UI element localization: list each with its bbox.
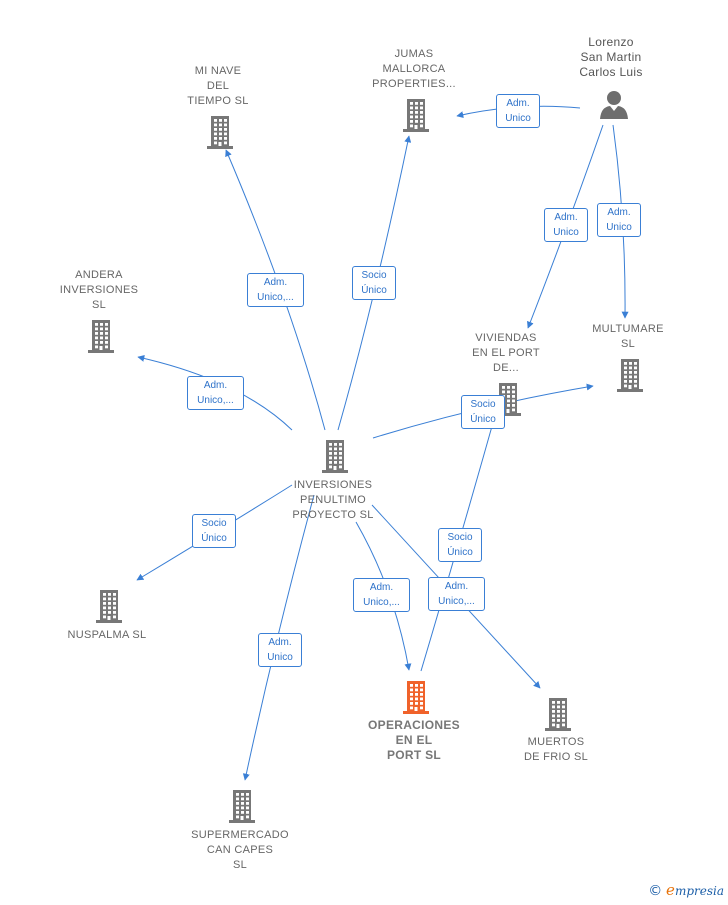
edge-label[interactable]: Adm. Unico,... [428,577,485,611]
building-icon [545,698,571,731]
node-label: ANDERA INVERSIONES SL [59,269,139,311]
building-icon [229,790,255,823]
building-icon [207,116,233,149]
edge-label[interactable]: Adm. Unico [544,208,588,242]
node-label: MULTUMARE SL [592,323,664,350]
person-icon [600,91,628,119]
building-icon [617,359,643,392]
node-label: SUPERMERCADO CAN CAPES SL [191,829,289,871]
edge-label[interactable]: Adm. Unico,... [247,273,304,307]
node-label: Lorenzo San Martin Carlos Luis [579,35,643,79]
node-label: JUMAS MALLORCA PROPERTIES... [372,48,456,90]
edge-label[interactable]: Socio Único [438,528,482,562]
building-icon [322,440,348,473]
edge-label[interactable]: Adm. Unico [258,633,302,667]
edge-label[interactable]: Adm. Unico [496,94,540,128]
node-label: INVERSIONES PENULTIMO PROYECTO SL [292,479,374,521]
node-label: NUSPALMA SL [67,629,147,641]
brand-logo: © empresia [648,881,724,899]
node-label: MI NAVE DEL TIEMPO SL [187,65,249,107]
edge-label[interactable]: Socio Único [352,266,396,300]
edge-label[interactable]: Socio Único [192,514,236,548]
node-label: OPERACIONES EN EL PORT SL [368,718,460,762]
building-icon [88,320,114,353]
building-icon [403,99,429,132]
building-icon [96,590,122,623]
building-icon-focus [403,681,429,714]
node-label: MUERTOS DE FRIO SL [523,736,589,763]
copyright-icon: © [648,883,663,899]
edge-label[interactable]: Socio Único [461,395,505,429]
edge-label[interactable]: Adm. Unico [597,203,641,237]
edge-label[interactable]: Adm. Unico,... [187,376,244,410]
node-label: VIVIENDAS EN EL PORT DE... [472,332,540,374]
edge-label[interactable]: Adm. Unico,... [353,578,410,612]
